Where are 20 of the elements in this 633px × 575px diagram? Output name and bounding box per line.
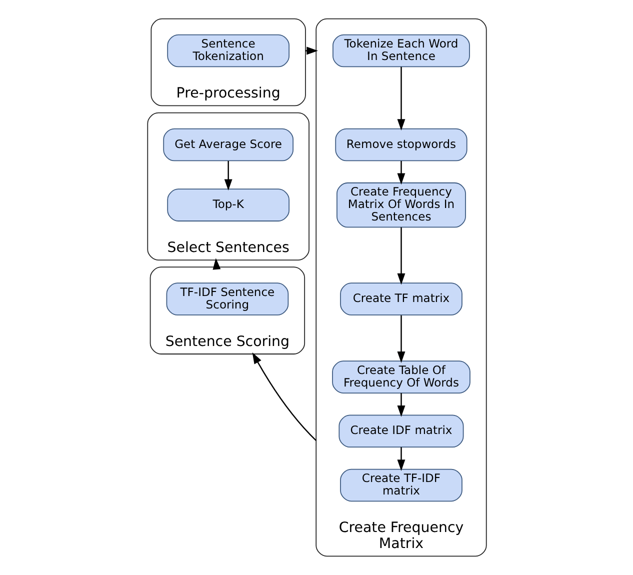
- arrow: [212, 258, 220, 270]
- node-box: Tokenize Each Word In Sentence: [332, 34, 470, 68]
- arrow: [252, 352, 316, 442]
- arrow: [396, 227, 405, 285]
- node-box: Create IDF matrix: [338, 414, 464, 448]
- node-box: TF-IDF Sentence Scoring: [166, 282, 288, 316]
- node-box: Create Table Of Frequency Of Words: [332, 360, 470, 394]
- node-box: Remove stopwords: [334, 128, 467, 162]
- arrow: [396, 315, 405, 363]
- arrow: [396, 447, 405, 471]
- node-box: Create TF matrix: [340, 282, 462, 316]
- node-box: Create Frequency Matrix Of Words In Sentences: [336, 182, 466, 228]
- arrow: [396, 66, 405, 130]
- node-box: Top-K: [166, 188, 290, 222]
- node-box: Create TF-IDF matrix: [340, 468, 462, 502]
- arrow: [224, 161, 232, 191]
- arrow: [396, 161, 405, 185]
- node-box: Sentence Tokenization: [166, 34, 290, 68]
- node-box: Get Average Score: [162, 128, 293, 162]
- arrow: [396, 393, 405, 417]
